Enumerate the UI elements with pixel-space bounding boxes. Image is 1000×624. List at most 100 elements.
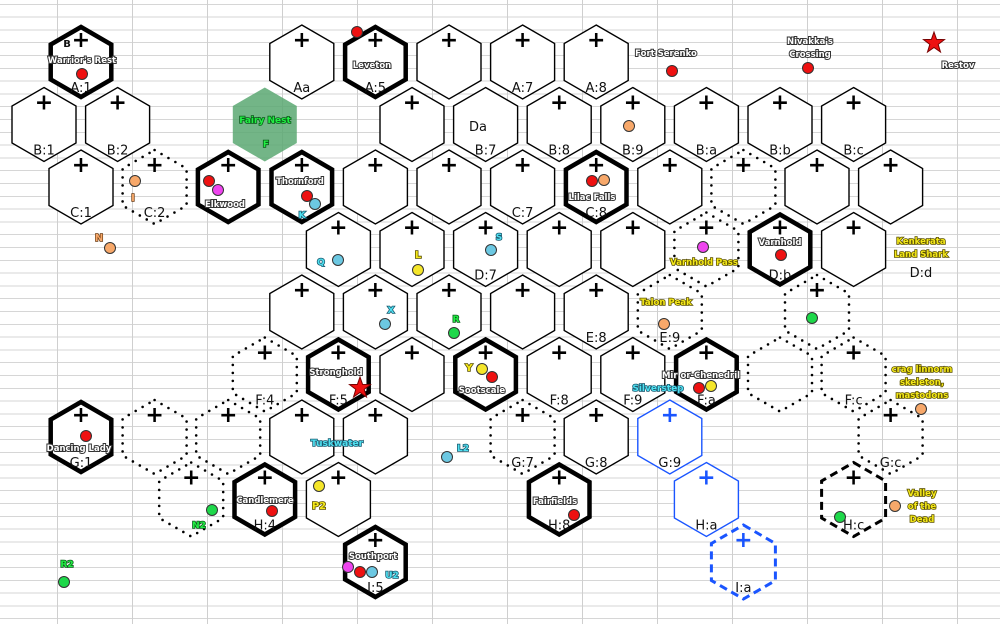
hex-C-c[interactable]: + — [857, 149, 924, 225]
hex-A-5[interactable]: +A:5 — [342, 24, 408, 100]
red-marker[interactable] — [76, 68, 88, 80]
hex-E-b[interactable]: + — [783, 273, 851, 351]
magenta-marker[interactable] — [212, 184, 224, 196]
hex-F-5[interactable]: +F:5 — [305, 336, 371, 413]
hex-C-2[interactable]: +C:2 — [121, 148, 188, 226]
yellow-marker[interactable] — [476, 363, 488, 375]
cyan-marker[interactable] — [485, 244, 497, 256]
red-marker[interactable] — [351, 26, 363, 38]
hex-F-7[interactable]: + — [453, 336, 519, 413]
hex-D-c[interactable]: + — [820, 211, 887, 288]
green-marker[interactable] — [448, 327, 460, 339]
cyan-marker[interactable] — [379, 318, 391, 330]
hex-F-c[interactable]: +F:c — [820, 335, 887, 414]
hex-A-7[interactable]: +A:7 — [489, 24, 556, 100]
hex-C-7[interactable]: +C:7 — [489, 149, 556, 225]
orange-marker[interactable] — [598, 174, 610, 186]
hex-G-7[interactable]: +G:7 — [489, 398, 556, 476]
hex-C-1[interactable]: +C:1 — [48, 149, 114, 225]
hex-B-6[interactable]: + — [379, 86, 445, 163]
orange-marker[interactable] — [658, 318, 670, 330]
cyan-marker[interactable] — [332, 254, 344, 266]
hex-C-5[interactable]: + — [342, 149, 409, 225]
red-marker[interactable] — [586, 175, 598, 187]
orange-marker[interactable] — [623, 120, 635, 132]
hex-D-8[interactable]: + — [526, 211, 592, 288]
hex-F-4[interactable]: +F:4 — [231, 335, 299, 414]
hex-F-b[interactable] — [746, 335, 814, 414]
cyan-marker[interactable] — [441, 451, 453, 463]
hex-E-6[interactable]: + — [416, 274, 482, 350]
hex-H-3[interactable]: + — [157, 460, 225, 539]
orange-marker[interactable] — [915, 403, 927, 415]
hex-I-5[interactable]: +I:5 — [342, 524, 408, 600]
hex-G-9[interactable]: +G:9 — [637, 399, 703, 475]
red-marker[interactable] — [203, 175, 215, 187]
hex-D-6[interactable]: + — [379, 211, 445, 288]
hex-F-8[interactable]: +F:8 — [526, 336, 592, 413]
cyan-marker[interactable] — [309, 198, 321, 210]
hex-F-6[interactable]: + — [379, 336, 445, 413]
green-marker[interactable] — [206, 504, 218, 516]
hex-H-4[interactable]: +H:4 — [232, 461, 298, 538]
magenta-marker[interactable] — [697, 241, 709, 253]
red-marker[interactable] — [486, 371, 498, 383]
orange-marker[interactable] — [129, 175, 141, 187]
hex-B-a[interactable]: +B:a — [673, 86, 740, 163]
green-marker[interactable] — [806, 312, 818, 324]
red-marker[interactable] — [775, 249, 787, 261]
hex-B-8[interactable]: +B:8 — [526, 86, 592, 163]
hex-I-a[interactable]: +I:a — [709, 523, 777, 601]
hex-C-6[interactable]: + — [416, 149, 482, 225]
hex-B-7[interactable]: B:7 — [452, 86, 519, 163]
hex-D-5[interactable]: + — [305, 211, 372, 288]
green-marker[interactable] — [834, 511, 846, 523]
yellow-marker[interactable] — [705, 380, 717, 392]
hex-D-a[interactable]: + — [673, 210, 740, 289]
red-marker[interactable] — [802, 62, 814, 74]
hex-G-c[interactable]: +G:c — [857, 398, 924, 476]
orange-marker[interactable] — [104, 242, 116, 254]
magenta-marker[interactable] — [342, 561, 354, 573]
hex-G-3[interactable]: + — [194, 398, 262, 476]
green-marker[interactable] — [58, 576, 70, 588]
red-marker[interactable] — [693, 382, 705, 394]
red-marker[interactable] — [568, 509, 580, 521]
hex-C-b[interactable]: + — [784, 149, 850, 225]
star-icon[interactable] — [348, 375, 372, 399]
yellow-marker[interactable] — [412, 264, 424, 276]
hex-E-5[interactable]: + — [342, 274, 409, 350]
hex-B-4[interactable] — [232, 87, 297, 162]
hex-F-9[interactable]: +F:9 — [600, 336, 666, 413]
hex-C-a[interactable]: + — [710, 148, 777, 226]
hex-A-8[interactable]: +A:8 — [563, 24, 629, 100]
hex-H-5[interactable]: + — [305, 461, 372, 538]
red-marker[interactable] — [266, 505, 278, 517]
hex-H-c[interactable]: +H:c — [820, 460, 888, 539]
hex-E-4[interactable]: + — [269, 274, 335, 350]
hex-E-7[interactable]: + — [489, 274, 556, 350]
hex-G-4[interactable]: + — [269, 399, 335, 475]
hex-A-1[interactable]: +A:1 — [48, 24, 114, 100]
hex-C-8[interactable]: +C:8 — [563, 149, 629, 225]
cyan-marker[interactable] — [366, 566, 378, 578]
hex-H-a[interactable]: +H:a — [673, 461, 740, 538]
hex-F-a[interactable]: +F:a — [673, 336, 739, 413]
hex-D-9[interactable]: + — [600, 211, 666, 288]
hex-B-2[interactable]: +B:2 — [84, 86, 151, 163]
red-marker[interactable] — [666, 65, 678, 77]
red-marker[interactable] — [80, 430, 92, 442]
hex-B-c[interactable]: +B:c — [820, 86, 887, 163]
hex-A-4[interactable]: +Aa — [269, 24, 335, 100]
hex-B-b[interactable]: +B:b — [747, 86, 813, 163]
hex-A-6[interactable]: + — [416, 24, 482, 100]
red-marker[interactable] — [354, 566, 366, 578]
hex-B-1[interactable]: +B:1 — [11, 86, 77, 163]
yellow-marker[interactable] — [313, 480, 325, 492]
red-marker[interactable] — [301, 190, 313, 202]
hex-E-8[interactable]: +E:8 — [563, 274, 629, 350]
hex-C-3[interactable]: + — [195, 149, 261, 225]
hex-G-5[interactable]: + — [342, 399, 409, 475]
star-icon[interactable] — [922, 30, 946, 54]
orange-marker[interactable] — [889, 500, 901, 512]
